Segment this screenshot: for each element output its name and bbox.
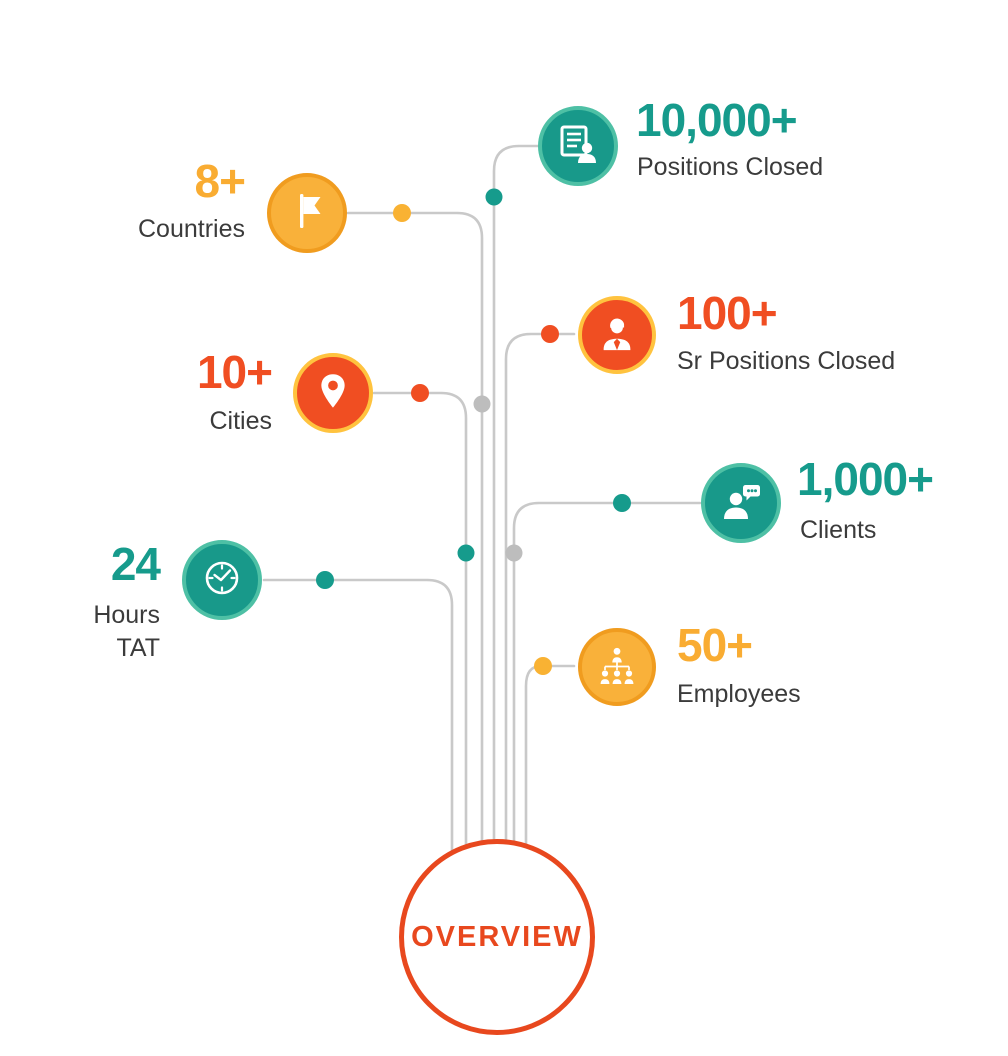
- stat-label-countries: Countries: [138, 215, 245, 243]
- flag-icon: [285, 189, 329, 238]
- stat-value-clients: 1,000+: [797, 453, 934, 505]
- connector-hours-tat: [262, 578, 454, 864]
- stat-circle-countries: [267, 173, 347, 253]
- stat-label-hours: Hours: [93, 601, 160, 629]
- stat-label-sr-positions-closed: Sr Positions Closed: [677, 347, 896, 375]
- connector-cities: [372, 391, 468, 864]
- stat-label-employees: Employees: [677, 680, 801, 708]
- stat-value-countries: 8+: [194, 155, 246, 207]
- stat-label-cities: Cities: [209, 407, 272, 435]
- stat-value-cities: 10+: [196, 346, 273, 398]
- document-person-icon: [556, 122, 600, 171]
- person-chat-icon: [719, 479, 763, 528]
- connector-dot: [316, 571, 334, 589]
- stat-label-clients: Clients: [800, 516, 877, 544]
- stat-circle-hours-tat: [182, 540, 262, 620]
- stat-value-employees: 50+: [677, 619, 753, 671]
- connector-dot: [534, 657, 552, 675]
- connector-dot: [613, 494, 631, 512]
- connector-clients: [512, 501, 702, 864]
- stat-circle-positions-closed: [538, 106, 618, 186]
- connector-dot: [457, 544, 475, 562]
- location-pin-icon: [312, 370, 354, 417]
- connector-positions-closed: [492, 144, 542, 864]
- connector-countries: [346, 211, 484, 864]
- businessman-icon: [596, 312, 638, 359]
- stat-circle-sr-positions-closed: [578, 296, 656, 374]
- connector-dot: [393, 204, 411, 222]
- stat-value-hours-tat: 24: [110, 538, 161, 590]
- stat-circle-clients: [701, 463, 781, 543]
- overview-label: OVERVIEW: [411, 920, 583, 953]
- stat-label-positions-closed: Positions Closed: [637, 153, 824, 181]
- stat-circle-employees: [578, 628, 656, 706]
- stat-value-positions-closed: 10,000+: [636, 94, 798, 146]
- stat-circle-cities: [293, 353, 373, 433]
- overview-circle: OVERVIEW: [399, 839, 595, 1035]
- connector-dot: [485, 188, 503, 206]
- org-chart-icon: [595, 643, 639, 692]
- connector-dot: [473, 395, 491, 413]
- connector-dot: [411, 384, 429, 402]
- stat-value-sr-positions-closed: 100+: [677, 287, 778, 339]
- connector-dot: [541, 325, 559, 343]
- stat-label-tat: TAT: [116, 634, 160, 662]
- connector-dot: [505, 544, 523, 562]
- connector-employees: [524, 664, 576, 864]
- connector-sr-positions: [504, 332, 576, 864]
- clock-icon: [200, 556, 244, 605]
